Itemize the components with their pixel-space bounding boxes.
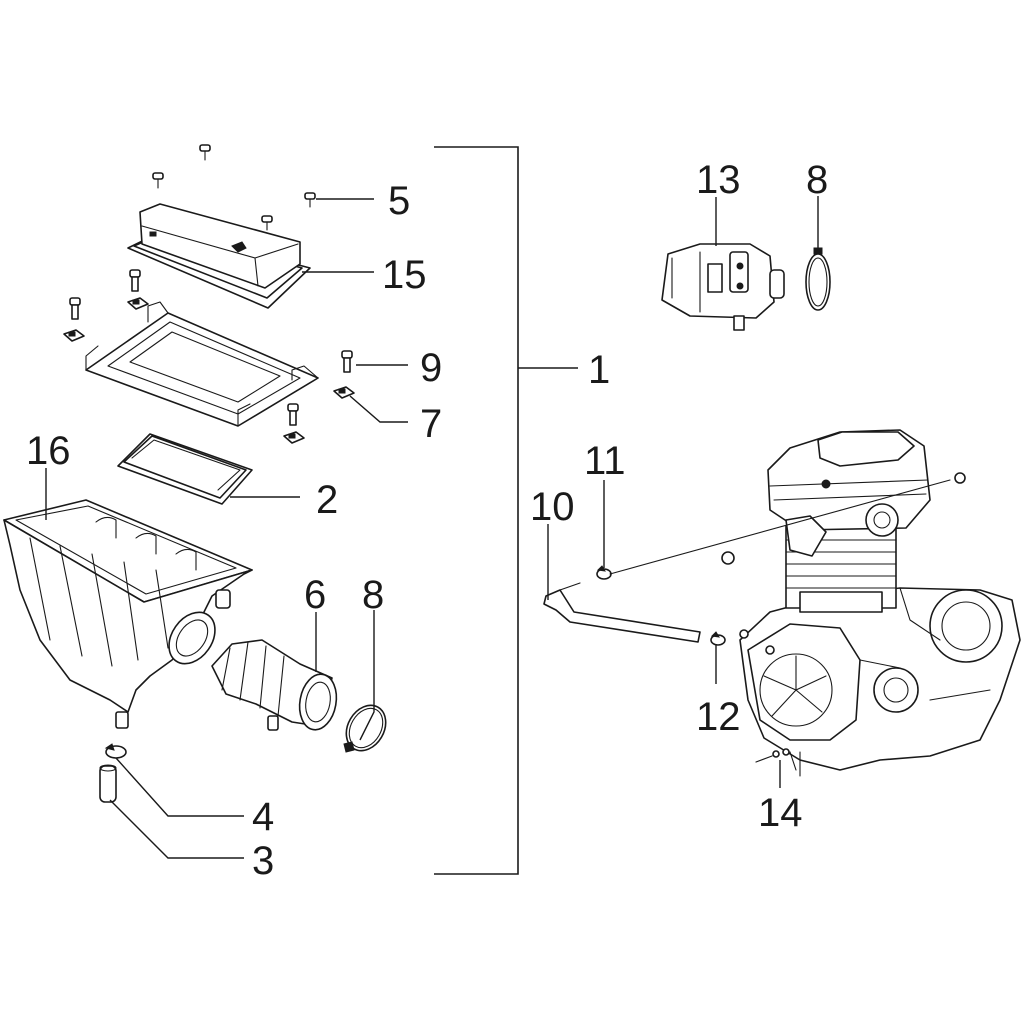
leader-lines [45,196,819,859]
intake-boot-icon [211,639,338,731]
bolt-icon [129,269,141,292]
callout-12: 12 [696,695,741,739]
callout-8-left: 8 [362,573,384,617]
callout-6: 6 [304,573,326,617]
callout-4: 4 [252,795,274,839]
clip-icon [127,297,149,310]
filter-frame-icon [85,301,319,427]
bolt-icon [287,403,299,426]
screw-icon [199,144,211,161]
callout-15: 15 [382,253,427,297]
bolt-icon [341,350,353,373]
callout-10: 10 [530,485,575,529]
engine-icon [609,429,1021,777]
drain-plug-icon [99,764,117,803]
screw-icon [304,192,316,208]
clip-icon [63,329,85,342]
callout-11: 11 [584,439,626,483]
clip-icon [283,431,305,444]
air-filter-element-icon [117,433,253,505]
callout-labels: 1 2 3 4 5 6 7 8 8 9 10 11 12 13 14 15 16 [26,158,828,883]
callout-3: 3 [252,839,274,883]
airbox-housing-icon [3,499,253,729]
callout-16: 16 [26,429,71,473]
callout-13: 13 [696,158,741,202]
callout-9: 9 [420,346,442,390]
hose-clip-icon [710,631,726,646]
breather-hose-icon [543,582,701,643]
bolt-icon [69,297,81,320]
callout-14: 14 [758,791,803,835]
drain-clamp-icon [104,743,127,759]
callout-7: 7 [420,402,442,446]
screw-icon [152,172,164,189]
callout-1: 1 [588,348,610,392]
callout-5: 5 [388,179,410,223]
screw-icon [261,215,273,231]
airbox-cover-icon [127,203,311,309]
assembly-bracket [434,146,578,875]
breather-canister-icon [661,243,785,331]
clip-icon [333,386,355,399]
callout-2: 2 [316,478,338,522]
hose-clamp-icon [805,247,831,311]
callout-8-right: 8 [806,158,828,202]
